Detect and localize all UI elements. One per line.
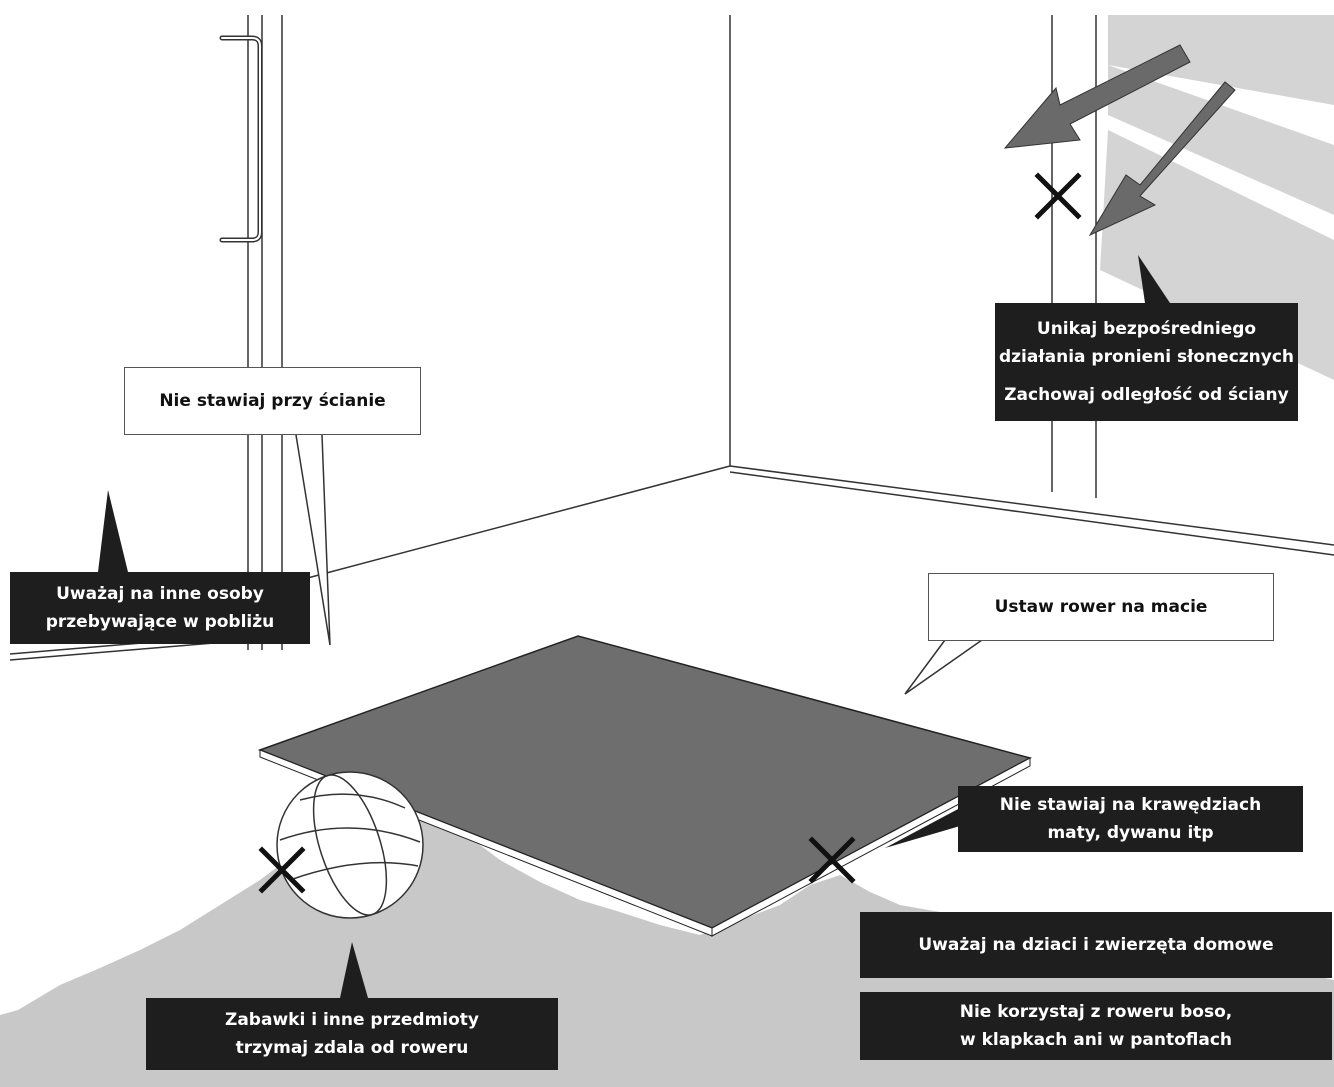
callout-pointer	[1138, 255, 1170, 303]
sunlight-warning-callout: Unikaj bezpośredniego działania pronieni…	[995, 303, 1298, 421]
callout-text: trzymaj zdala od roweru	[235, 1038, 469, 1058]
callout-text: w klapkach ani w pantoflach	[959, 1030, 1233, 1050]
callout-text: działania pronieni słonecznych	[998, 347, 1295, 367]
callout-pointer	[340, 942, 368, 998]
toy-ball	[276, 771, 424, 919]
door-handle	[219, 35, 263, 243]
edges-warning-callout: Nie stawiaj na krawędziach maty, dywanu …	[958, 786, 1303, 852]
callout-pointer	[885, 808, 960, 848]
callout-text: maty, dywanu itp	[1047, 823, 1214, 843]
callout-pointer	[295, 433, 331, 646]
callout-text: Uważaj na dziaci i zwierzęta domowe	[918, 935, 1274, 955]
children-pets-warning-callout: Uważaj na dziaci i zwierzęta domowe	[860, 912, 1332, 978]
callout-pointer	[98, 490, 128, 572]
mat-instruction-callout: Ustaw rower na macie	[928, 573, 1274, 641]
toys-warning-callout: Zabawki i inne przedmioty trzymaj zdala …	[146, 998, 558, 1070]
sunlight-arrows	[1003, 44, 1236, 237]
callout-text: Nie stawiaj przy ścianie	[159, 391, 386, 411]
warning-x-mark	[1034, 172, 1082, 220]
callout-text: Ustaw rower na macie	[994, 597, 1208, 617]
wall-warning-callout: Nie stawiaj przy ścianie	[124, 367, 421, 435]
callout-pointer	[904, 638, 983, 695]
sunlight-rays	[1108, 15, 1334, 105]
callout-text: Nie korzystaj z roweru boso,	[959, 1002, 1233, 1022]
callout-text: Nie stawiaj na krawędziach	[999, 795, 1262, 815]
people-warning-callout: Uważaj na inne osoby przebywające w pobl…	[10, 572, 310, 644]
callout-text: Zachowaj odległość od ściany	[1004, 385, 1289, 405]
barefoot-warning-callout: Nie korzystaj z roweru boso, w klapkach …	[860, 992, 1332, 1060]
callout-text: Zabawki i inne przedmioty	[225, 1010, 479, 1030]
warning-x-mark	[258, 846, 306, 894]
callout-text: Uważaj na inne osoby	[56, 584, 264, 604]
warning-x-mark	[808, 836, 856, 884]
callout-text: przebywające w pobliżu	[45, 612, 275, 632]
callout-text: Unikaj bezpośredniego	[1036, 319, 1257, 339]
sunlight-rays	[1108, 65, 1334, 215]
